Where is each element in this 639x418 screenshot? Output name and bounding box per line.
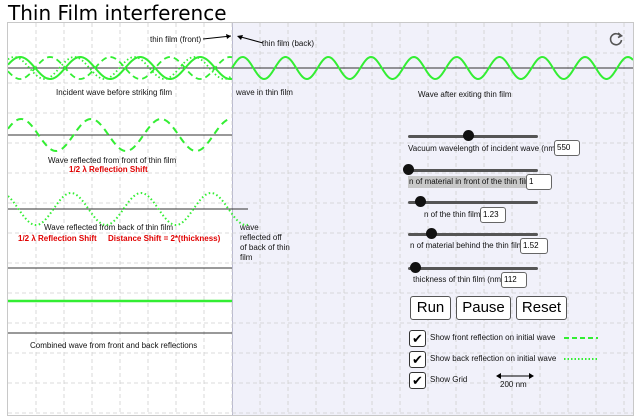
incident-wave	[8, 55, 233, 81]
back-reflection-checkbox[interactable]: ✔	[409, 351, 426, 368]
thickness-slider[interactable]	[408, 262, 538, 274]
n-front-input[interactable]: 1	[526, 174, 552, 190]
run-button[interactable]: Run	[410, 296, 451, 320]
thin-film-region	[232, 23, 633, 415]
transmitted-wave	[231, 55, 633, 81]
n-behind-slider-knob[interactable]	[426, 228, 438, 239]
back-reflected-wave	[8, 191, 249, 227]
dashed-legend-swatch	[564, 337, 598, 339]
page-title: Thin Film interference	[8, 1, 227, 25]
grid-label: Show Grid	[430, 375, 468, 384]
front-reflection-label: Show front reflection on initial wave	[430, 333, 556, 342]
n-front-slider[interactable]	[403, 164, 538, 176]
back-reflection-label: Show back reflection on initial wave	[430, 354, 557, 363]
n-behind-slider[interactable]	[408, 228, 538, 240]
reset-button[interactable]: Reset	[516, 296, 567, 320]
front-reflection-overlay	[8, 56, 233, 80]
n-behind-input[interactable]: 1.52	[520, 238, 548, 254]
distance-shift-label: Distance Shift = 2*(thickness)	[108, 234, 221, 243]
combined-wave-label: Combined wave from front and back reflec…	[30, 341, 198, 350]
scale-label: 200 nm	[500, 380, 527, 389]
scale-arrow	[496, 373, 534, 379]
n-film-input[interactable]: 1.23	[480, 207, 506, 223]
half-shift-label-2: 1/2 λ Reflection Shift	[18, 234, 97, 243]
half-shift-label-1: 1/2 λ Reflection Shift	[69, 165, 148, 174]
n-film-label: n of the thin film	[424, 210, 481, 219]
n-behind-label: n of material behind the thin film	[410, 241, 524, 250]
film-back-label: thin film (back)	[262, 39, 315, 48]
pause-button[interactable]: Pause	[456, 296, 511, 320]
front-reflected-wave	[8, 117, 233, 153]
wavelength-input[interactable]: 550	[554, 140, 580, 156]
reflected-back-label: Wave reflected from back of thin film	[44, 223, 174, 232]
wave-plot	[8, 55, 633, 334]
wavelength-label: Vacuum wavelength of incident wave (nm)	[408, 144, 558, 153]
front-reflection-checkbox[interactable]: ✔	[409, 330, 426, 347]
wavelength-slider-knob[interactable]	[462, 130, 474, 141]
thickness-input[interactable]: 112	[501, 272, 527, 288]
n-front-label: n of material in front of the thin film	[408, 176, 533, 188]
wavelength-slider[interactable]	[408, 130, 538, 142]
dotted-legend-swatch	[564, 358, 598, 360]
reflected-front-label: Wave reflected from front of thin film	[48, 156, 177, 165]
applet-canvas[interactable]: thin film (front) thin film (back) Incid…	[7, 22, 634, 416]
thickness-label: thickness of thin film (nm)	[413, 275, 504, 284]
in-film-label: wave in thin film	[236, 88, 293, 97]
thickness-slider-knob[interactable]	[409, 262, 421, 273]
incident-wave-label: Incident wave before striking film	[56, 88, 173, 97]
refresh-icon[interactable]	[608, 31, 624, 47]
n-film-slider[interactable]	[408, 196, 538, 208]
grid-checkbox[interactable]: ✔	[409, 372, 426, 389]
n-film-slider-knob[interactable]	[414, 196, 426, 207]
back-reflection-overlay	[8, 56, 233, 80]
film-front-label: thin film (front)	[150, 35, 202, 44]
after-film-label: Wave after exiting thin film	[418, 90, 512, 99]
arrows	[202, 34, 264, 44]
reflected-off-back-label: wave reflected off of back of thin film	[240, 223, 290, 262]
n-front-slider-knob[interactable]	[403, 164, 414, 175]
